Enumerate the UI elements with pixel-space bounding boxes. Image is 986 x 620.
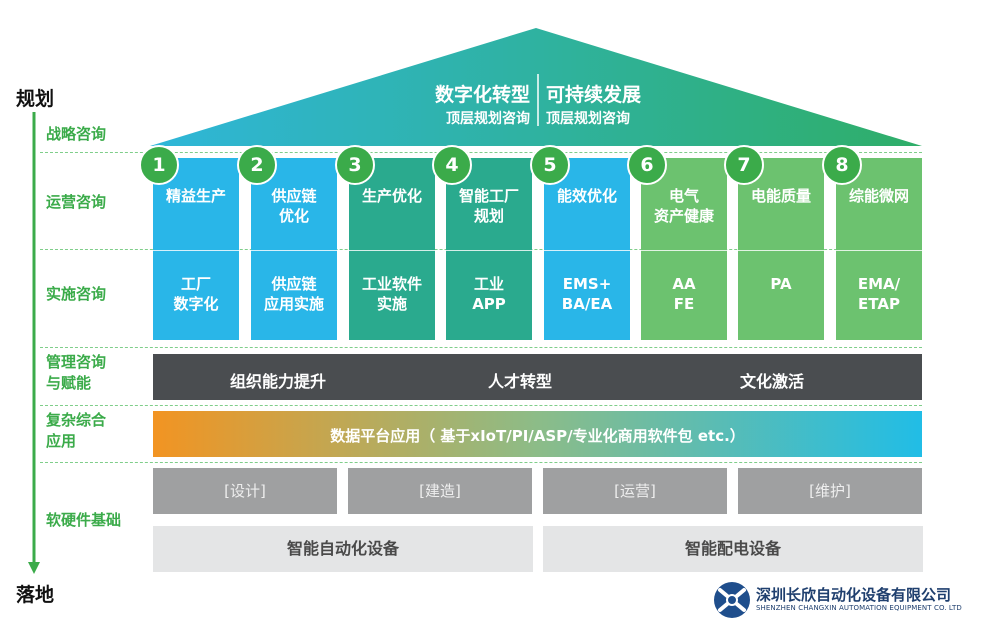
row-label-management: 管理咨询 与赋能 — [46, 353, 107, 392]
pillar-7: 电能质量 PA — [738, 158, 824, 340]
pillar-6: 电气 资产健康 AA FE — [641, 158, 727, 340]
pillar-number-badge: 3 — [335, 145, 375, 185]
row-label-foundation: 软硬件基础 — [46, 511, 122, 529]
roof-right-subtitle: 顶层规划咨询 — [546, 111, 630, 127]
row-divider — [40, 152, 922, 153]
pillar-divider — [446, 250, 532, 251]
platform-bar-text: 数据平台应用（ 基于xIoT/PI/ASP/专业化商用软件包 etc.） — [330, 427, 745, 445]
lifecycle-maintain: [维护] — [738, 468, 922, 514]
pillar-4: 智能工厂 规划 工业 APP — [446, 158, 532, 340]
pillar-title: 电能质量 — [750, 187, 811, 205]
pillar-implementation: PA — [770, 275, 792, 293]
pillar-divider — [153, 250, 239, 251]
roof-left-title: 数字化转型 — [434, 84, 530, 106]
pillar-number-badge: 6 — [627, 145, 667, 185]
pillar-implementation: EMS+ BA/EA — [561, 275, 613, 313]
pillar-title: 生产优化 — [361, 187, 422, 205]
management-item: 人才转型 — [488, 372, 553, 391]
axis-top-label: 规划 — [16, 88, 55, 110]
company-logo — [714, 582, 750, 618]
pillar-number-badge: 1 — [139, 145, 179, 185]
pillar-divider — [251, 250, 337, 251]
pillar-number-badge: 2 — [237, 145, 277, 185]
pillar-title: 电气 资产健康 — [653, 187, 714, 225]
pillar-number-badge: 4 — [432, 145, 472, 185]
lifecycle-design: [设计] — [153, 468, 337, 514]
pillar-implementation: 工厂 数字化 — [173, 275, 219, 313]
axis-bottom-label: 落地 — [16, 584, 55, 606]
pillar-1: 精益生产 工厂 数字化 — [153, 158, 239, 340]
roof-right-title: 可持续发展 — [546, 84, 642, 106]
pillar-title: 综能微网 — [848, 187, 909, 205]
pillar-8: 综能微网 EMA/ ETAP — [836, 158, 922, 340]
row-label-operations: 运营咨询 — [46, 193, 107, 211]
lifecycle-build: [建造] — [348, 468, 532, 514]
row-label-strategy: 战略咨询 — [46, 125, 107, 143]
pillar-divider — [836, 250, 922, 251]
pillar-title: 供应链 优化 — [271, 187, 317, 225]
lifecycle-operate: [运营] — [543, 468, 727, 514]
pillar-divider — [738, 250, 824, 251]
pillar-implementation: EMA/ ETAP — [857, 275, 901, 313]
pillar-title: 智能工厂 规划 — [458, 187, 519, 225]
management-item: 组织能力提升 — [230, 372, 327, 391]
pillar-divider — [641, 250, 727, 251]
pillar-2: 供应链 优化 供应链 应用实施 — [251, 158, 337, 340]
roof-left-subtitle: 顶层规划咨询 — [446, 111, 530, 127]
pillar-divider — [349, 250, 435, 251]
company-name-en: SHENZHEN CHANGXIN AUTOMATION EQUIPMENT C… — [756, 604, 962, 612]
management-bar — [153, 354, 922, 400]
company-name-cn: 深圳长欣自动化设备有限公司 — [756, 586, 952, 604]
pillar-number-badge: 5 — [530, 145, 570, 185]
pillar-implementation: 工业 APP — [472, 275, 506, 313]
pillar-implementation: 供应链 应用实施 — [263, 275, 324, 313]
row-divider — [40, 347, 922, 348]
equipment-power-distribution: 智能配电设备 — [543, 526, 923, 572]
pillar-number-badge: 7 — [724, 145, 764, 185]
pillar-implementation: 工业软件 实施 — [361, 275, 422, 313]
pillar-title: 精益生产 — [165, 187, 226, 205]
row-divider — [40, 405, 922, 406]
pillar-number-badge: 8 — [822, 145, 862, 185]
roof — [150, 28, 922, 146]
row-divider — [40, 462, 922, 463]
pillar-5: 能效优化 EMS+ BA/EA — [544, 158, 630, 340]
pillar-implementation: AA FE — [672, 275, 696, 313]
pillar-3: 生产优化 工业软件 实施 — [349, 158, 435, 340]
axis-arrow — [28, 112, 40, 574]
row-label-implementation: 实施咨询 — [46, 285, 107, 303]
management-item: 文化激活 — [740, 372, 805, 391]
equipment-automation: 智能自动化设备 — [153, 526, 533, 572]
pillar-divider — [544, 250, 630, 251]
platform-bar — [153, 411, 922, 457]
row-label-complex: 复杂综合 应用 — [46, 411, 107, 450]
pillar-title: 能效优化 — [556, 187, 617, 205]
